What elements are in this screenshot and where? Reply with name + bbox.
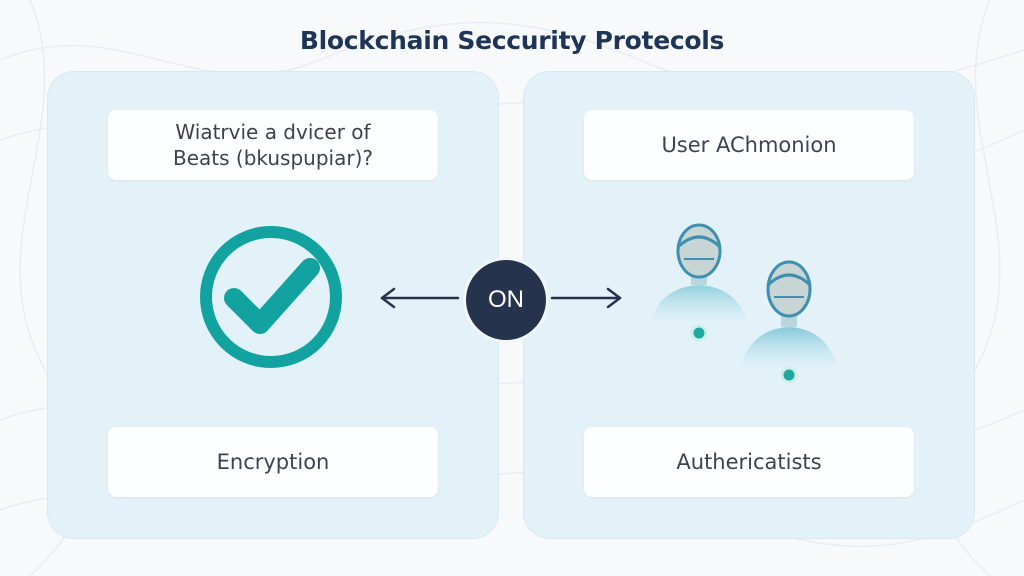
on-badge-label: ON	[488, 286, 524, 313]
encryption-label: Encryption	[216, 450, 330, 474]
arrow-left-icon	[380, 287, 460, 309]
check-circle-icon	[200, 226, 342, 368]
encryption-label-box: Encryption	[108, 427, 438, 497]
user-figure-2	[742, 260, 836, 384]
user-label: User AChmonion	[661, 133, 837, 157]
user-figure-1	[652, 223, 746, 342]
on-badge: ON	[466, 260, 546, 340]
encryption-panel: Wiatrvie a dvicer of Beats (bkuspupiar)?…	[48, 72, 498, 538]
users-icon	[652, 223, 836, 384]
authentication-label-box: Authericatists	[584, 427, 914, 497]
authentication-label: Authericatists	[676, 450, 822, 474]
diagram-title: Blockchain Seccurity Protecols	[299, 26, 725, 55]
user-label-box: User AChmonion	[584, 110, 914, 180]
question-box: Wiatrvie a dvicer of Beats (bkuspupiar)?	[108, 110, 438, 180]
connector	[380, 287, 622, 309]
authentication-panel: User AChmonion	[524, 72, 974, 538]
arrow-right-icon	[550, 287, 622, 309]
question-text: Wiatrvie a dvicer of Beats (bkuspupiar)?	[173, 120, 373, 170]
